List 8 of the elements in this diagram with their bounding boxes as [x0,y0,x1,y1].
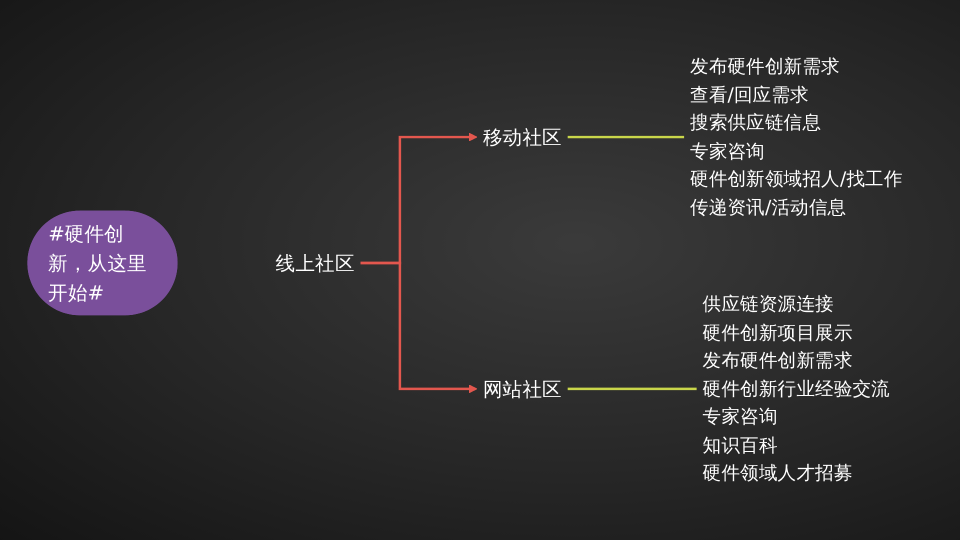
node-text: 移动社区 [482,125,562,149]
node-text: 供应链资源连接 硬件创新项目展示 发布硬件创新需求 硬件创新行业经验交流 专家咨询 知识百科 硬件领域人才招募 [702,293,890,484]
arrow [360,262,478,394]
connector [568,388,697,390]
connector [568,136,684,138]
node-text: 网站社区 [482,377,562,401]
node-text: 发布硬件创新需求 查看/回应需求 搜索供应链信息 专家咨询 硬件创新领域招人/找工作 传递资讯/活动信息 [690,56,903,218]
node-text: 线上社区 [276,251,355,275]
